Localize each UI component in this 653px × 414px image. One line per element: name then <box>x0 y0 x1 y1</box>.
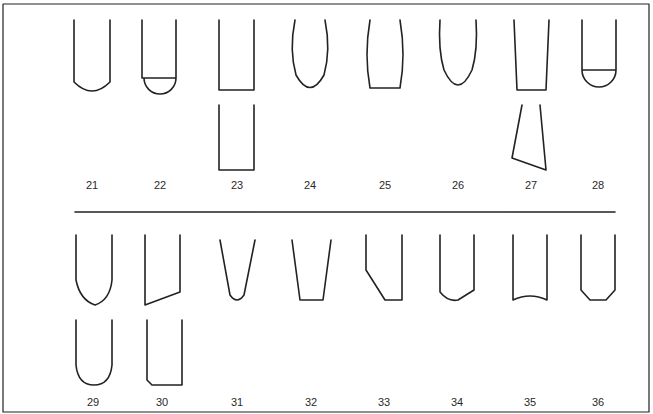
figure-number: 23 <box>231 180 243 191</box>
profile-36 <box>581 235 615 300</box>
figure-number: 36 <box>592 397 604 408</box>
figure-number: 28 <box>592 180 604 191</box>
profile-29 <box>76 235 112 385</box>
figure-number: 29 <box>87 397 99 408</box>
profile-26 <box>440 20 477 85</box>
figure-number: 25 <box>379 180 391 191</box>
figure-number: 34 <box>451 397 463 408</box>
figure-number: 22 <box>154 180 166 191</box>
figure-number: 33 <box>378 397 390 408</box>
figure-number: 31 <box>231 397 243 408</box>
figure-number: 21 <box>86 180 98 191</box>
profile-34 <box>440 235 474 300</box>
figure-number: 24 <box>304 180 316 191</box>
profile-33 <box>366 235 402 300</box>
profile-31 <box>220 240 255 300</box>
figure-number: 32 <box>305 397 317 408</box>
figure-number: 27 <box>525 180 537 191</box>
figure-number: 30 <box>156 397 168 408</box>
profile-30 <box>145 235 182 385</box>
profile-27 <box>512 20 549 170</box>
profile-23 <box>219 20 254 170</box>
profile-24 <box>292 20 328 88</box>
profile-28 <box>582 20 616 87</box>
profile-35 <box>513 235 547 300</box>
row-divider <box>75 211 615 213</box>
figure-number: 26 <box>452 180 464 191</box>
profile-22 <box>142 20 176 94</box>
figure-number: 35 <box>524 397 536 408</box>
profile-32 <box>292 240 331 300</box>
profile-25 <box>367 20 403 88</box>
frame <box>3 4 649 412</box>
profile-21 <box>74 20 110 91</box>
